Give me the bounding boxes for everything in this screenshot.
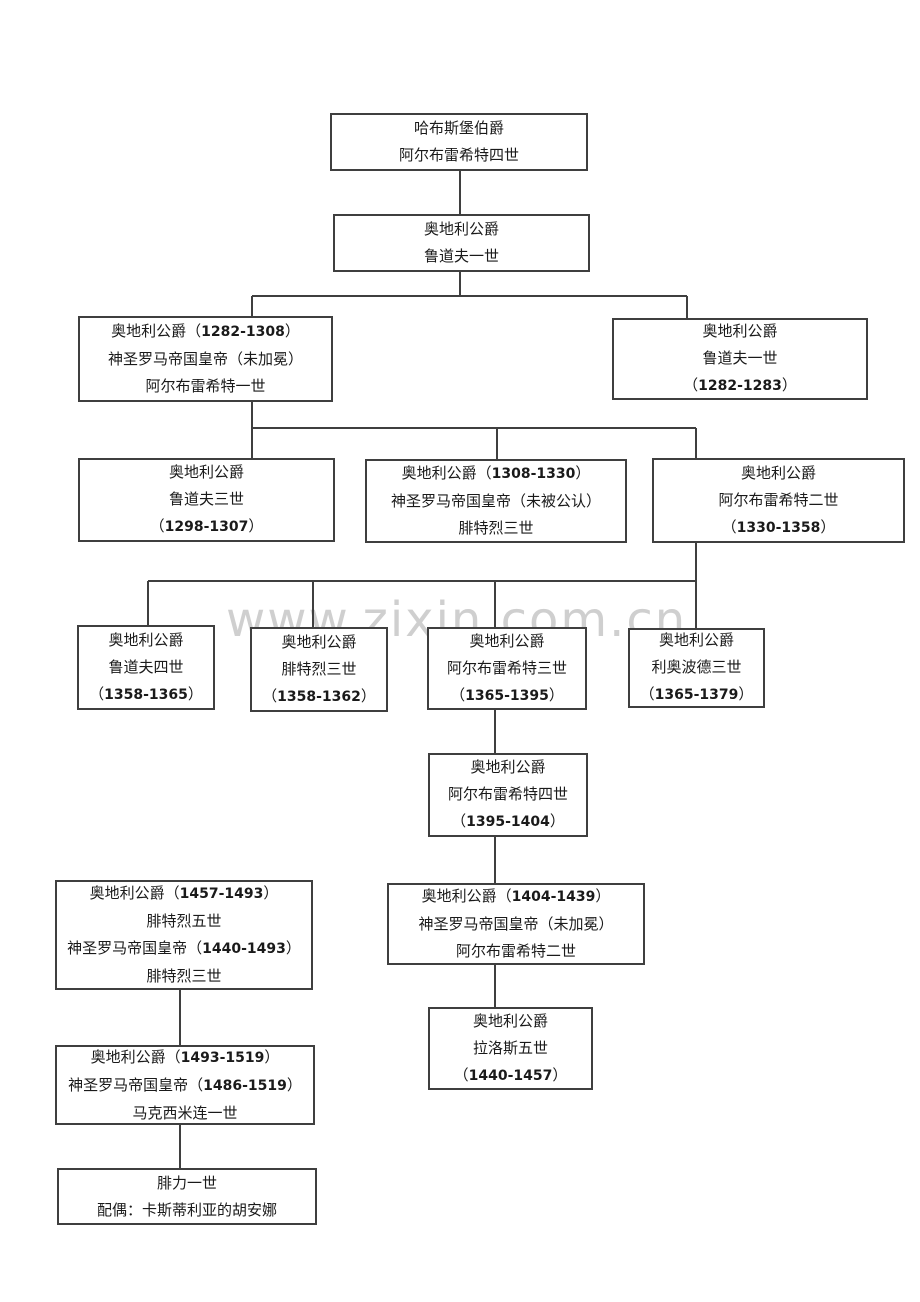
tree-node-line: （1365-1379） [639, 685, 754, 703]
tree-node-friedrich-v: 奥地利公爵（1457-1493） 腓特烈五世神圣罗马帝国皇帝（1440-1493）… [55, 880, 313, 990]
tree-node-line: 鲁道夫四世 [108, 657, 184, 676]
tree-node-line: 奥地利公爵 [281, 632, 357, 651]
tree-node-friedrich-iii-1308: 奥地利公爵（1308-1330） 神圣罗马帝国皇帝（未被公认） 腓特烈三世 [365, 459, 627, 543]
year-range: 1457-1493 [179, 886, 264, 902]
tree-node-line: 神圣罗马帝国皇帝（1440-1493） [67, 939, 301, 957]
tree-node-line: 神圣罗马帝国皇帝（未加冕） [418, 915, 614, 933]
tree-node-line: 哈布斯堡伯爵 [413, 119, 504, 137]
tree-node-line: 拉洛斯五世 [472, 1038, 548, 1057]
year-range: 1282-1308 [201, 324, 285, 340]
tree-node-line: 配偶：卡斯蒂利亚的胡安娜 [96, 1200, 277, 1219]
tree-node-maximilian-i: 奥地利公爵（1493-1519） 神圣罗马帝国皇帝（1486-1519） 马克西米连… [55, 1045, 315, 1125]
tree-node-line: 奥地利公爵 [472, 1011, 548, 1030]
tree-node-line: 奥地利公爵 [469, 631, 545, 650]
year-range: 1486-1519 [203, 1077, 287, 1094]
tree-node-line: 奥地利公爵 [470, 758, 546, 776]
tree-node-philip-i: 腓力一世配偶：卡斯蒂利亚的胡安娜 [57, 1168, 317, 1225]
year-range: 1440-1457 [468, 1067, 553, 1084]
year-range: 1330-1358 [736, 519, 821, 536]
tree-node-rudolf-iii: 奥地利公爵鲁道夫三世 （1298-1307） [78, 458, 335, 542]
tree-node-line: 鲁道夫一世 [423, 247, 499, 265]
tree-node-line: 阿尔布雷希特三世 [446, 658, 567, 677]
tree-node-line: 阿尔布雷希特四世 [398, 146, 519, 164]
year-range: 1440-1493 [202, 941, 286, 957]
tree-node-rudolf-iv: 奥地利公爵鲁道夫四世 （1358-1365） [77, 625, 215, 710]
tree-node-line: （1358-1362） [262, 686, 376, 705]
tree-node-line: （1282-1283） [683, 376, 797, 394]
year-range: 1358-1362 [277, 688, 361, 705]
tree-node-albrecht-iii: 奥地利公爵阿尔布雷希特三世 （1365-1395） [427, 627, 587, 710]
tree-node-line: 腓特烈三世 [458, 519, 534, 537]
year-range: 1308-1330 [491, 466, 576, 482]
tree-node-line: 神圣罗马帝国皇帝（1486-1519） [68, 1075, 302, 1094]
year-range: 1404-1439 [511, 889, 596, 905]
tree-node-albrecht-i: 奥地利公爵（1282-1308） 神圣罗马帝国皇帝（未加冕） 阿尔布雷希特一世 [78, 316, 333, 402]
year-range: 1395-1404 [466, 814, 550, 830]
year-range: 1282-1283 [698, 378, 782, 394]
tree-node-line: 奥地利公爵 [168, 463, 244, 481]
tree-node-line: 奥地利公爵 [108, 630, 184, 649]
tree-node-line: 神圣罗马帝国皇帝（未被公认） [390, 492, 601, 510]
tree-node-ladislaus-v: 奥地利公爵拉洛斯五世 （1440-1457） [428, 1007, 593, 1090]
tree-node-line: 奥地利公爵 [658, 631, 734, 649]
tree-node-line: 神圣罗马帝国皇帝（未加冕） [107, 350, 303, 368]
tree-node-albrecht-iv-1395: 奥地利公爵阿尔布雷希特四世 （1395-1404） [428, 753, 588, 837]
tree-node-line: 奥地利公爵（1404-1439） [421, 887, 611, 905]
tree-node-line: 腓力一世 [156, 1173, 217, 1192]
tree-node-line: 利奥波德三世 [651, 658, 742, 676]
tree-node-line: 奥地利公爵（1493-1519） [90, 1047, 280, 1066]
tree-node-line: 奥地利公爵（1457-1493） [89, 884, 279, 902]
tree-node-line: 腓特烈三世 [281, 659, 357, 678]
tree-node-duke-rudolf-i: 奥地利公爵鲁道夫一世 [333, 214, 590, 272]
tree-node-line: （1358-1365） [89, 684, 203, 703]
tree-node-line: 腓特烈三世 [146, 967, 222, 985]
tree-node-friedrich-iii-1358: 奥地利公爵腓特烈三世 （1358-1362） [250, 627, 388, 712]
year-range: 1298-1307 [164, 519, 249, 535]
tree-node-line: 奥地利公爵 [423, 220, 499, 238]
year-range: 1358-1365 [104, 686, 188, 703]
tree-node-line: 阿尔布雷希特二世 [455, 942, 576, 960]
tree-node-line: 鲁道夫三世 [168, 490, 244, 508]
tree-node-line: 鲁道夫一世 [702, 349, 778, 367]
tree-node-line: （1365-1395） [450, 685, 564, 704]
tree-node-albrecht-ii-1404: 奥地利公爵（1404-1439） 神圣罗马帝国皇帝（未加冕） 阿尔布雷希特二世 [387, 883, 645, 965]
tree-node-line: 马克西米连一世 [132, 1103, 238, 1122]
tree-node-rudolf-1282-1283: 奥地利公爵鲁道夫一世 （1282-1283） [612, 318, 868, 400]
tree-node-line: 奥地利公爵（1308-1330） [401, 464, 591, 482]
tree-node-leopold-iii: 奥地利公爵利奥波德三世 （1365-1379） [628, 628, 765, 708]
tree-node-line: 阿尔布雷希特四世 [447, 785, 568, 803]
tree-node-line: 奥地利公爵 [702, 322, 778, 340]
tree-node-line: （1440-1457） [453, 1065, 568, 1084]
tree-node-count-habsburg-albrecht-iv: 哈布斯堡伯爵阿尔布雷希特四世 [330, 113, 588, 171]
tree-node-line: 阿尔布雷希特一世 [145, 377, 266, 395]
year-range: 1493-1519 [180, 1049, 265, 1066]
tree-node-albrecht-ii-1330: 奥地利公爵阿尔布雷希特二世 （1330-1358） [652, 458, 905, 543]
tree-node-line: 腓特烈五世 [146, 912, 222, 930]
tree-node-line: 阿尔布雷希特二世 [718, 490, 839, 509]
tree-node-line: 奥地利公爵（1282-1308） [111, 322, 300, 340]
year-range: 1365-1395 [465, 687, 549, 704]
tree-node-line: （1395-1404） [451, 812, 565, 830]
tree-node-line: （1330-1358） [721, 517, 836, 536]
tree-node-line: （1298-1307） [149, 517, 264, 535]
tree-node-line: 奥地利公爵 [740, 463, 816, 482]
year-range: 1365-1379 [654, 687, 739, 703]
